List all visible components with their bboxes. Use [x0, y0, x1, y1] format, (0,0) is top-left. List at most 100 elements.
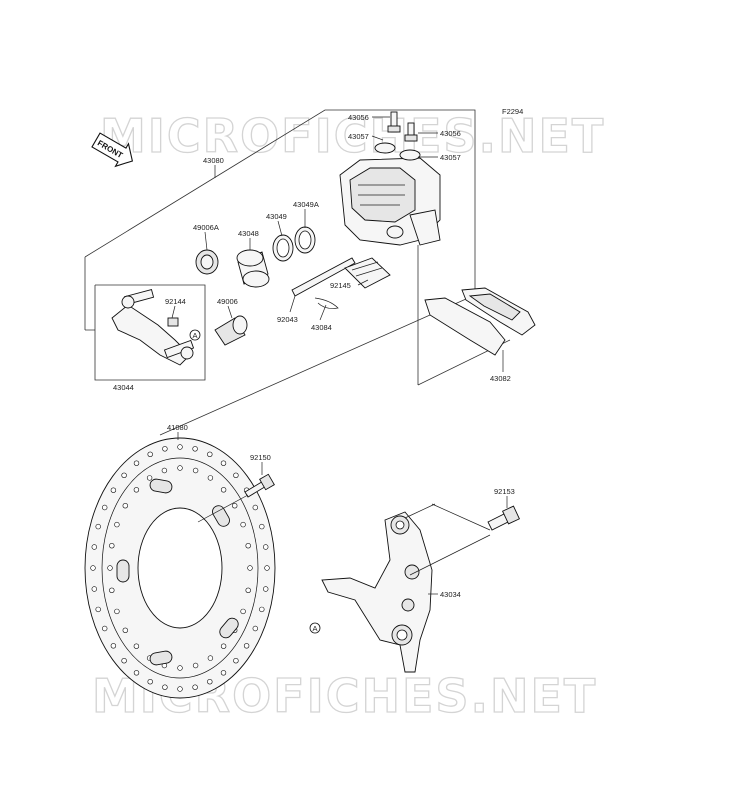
watermark-top: MICROFICHES.NET [100, 109, 605, 163]
label-43034: 43034 [440, 590, 461, 599]
disc-hole [192, 446, 198, 452]
disc-hole [243, 643, 250, 649]
label-43084: 43084 [311, 323, 332, 332]
label-92150: 92150 [250, 453, 271, 462]
disc-hole [110, 487, 117, 493]
disc-hole [162, 684, 168, 690]
disc-hole [177, 686, 183, 692]
disc-hole [114, 521, 120, 528]
disc-hole [220, 460, 227, 466]
disc-hole [207, 451, 213, 457]
label-92043: 92043 [277, 315, 298, 324]
disc-hole [91, 586, 98, 592]
clip-43084 [314, 297, 339, 309]
disc-hole [122, 503, 129, 509]
disc-hole [90, 565, 96, 571]
disc-hole [121, 657, 127, 664]
label-49006: 49006 [217, 297, 238, 306]
disc-hole [91, 544, 98, 550]
brake-pad-set-43082 [424, 287, 536, 356]
disc-hole [259, 523, 265, 530]
label-43056-right: 43056 [440, 129, 461, 138]
caliper-body [339, 142, 441, 246]
label-92144: 92144 [165, 297, 186, 306]
disc-hole [177, 665, 183, 671]
disc-hole [264, 565, 270, 571]
ref-marker-a-upper: A [189, 329, 201, 341]
disc-hole [95, 606, 101, 613]
ref-marker-a-lower: A [309, 622, 321, 634]
disc-hole [101, 625, 108, 632]
disc-hole [207, 475, 214, 481]
disc-hole [252, 504, 259, 511]
bleeder-screw-right [404, 122, 418, 142]
disc-hole [133, 487, 140, 493]
disc-hole [220, 670, 227, 676]
label-43057-right: 43057 [440, 153, 461, 162]
disc-hole [207, 678, 213, 685]
disc-hole [233, 472, 239, 478]
disc-hole [233, 657, 239, 664]
disc-hole [220, 487, 227, 493]
disc-hole [133, 670, 140, 676]
disc-hole [192, 662, 199, 669]
label-43049a: 43049A [293, 200, 319, 209]
disc-hole [232, 503, 238, 509]
label-43048: 43048 [238, 229, 259, 238]
spring-92145 [344, 257, 391, 289]
disc-hole [207, 655, 214, 661]
part-labels: 43056 43057 43056 43057 43080 43049A 430… [113, 113, 515, 599]
disc-hole [220, 643, 227, 649]
disc-hole [161, 467, 168, 474]
svg-text:A: A [313, 624, 318, 633]
disc-hole [147, 451, 153, 457]
label-43049: 43049 [266, 212, 287, 221]
bleeder-screw-left [387, 111, 401, 133]
label-41080: 41080 [167, 423, 188, 432]
boot-49006a [195, 249, 219, 275]
disc-hole [192, 684, 198, 690]
piston-43048 [236, 249, 270, 288]
diagram-code: F2294 [502, 107, 523, 116]
disc-hole [146, 475, 153, 481]
disc-hole [247, 565, 253, 571]
caliper-bracket-43034 [321, 511, 433, 673]
brake-disc-41080 [84, 437, 276, 699]
disc-hole [177, 444, 183, 450]
disc-hole [263, 586, 269, 592]
disc-hole [162, 446, 168, 452]
label-92153: 92153 [494, 487, 515, 496]
bracket-43044 [111, 288, 195, 366]
svg-text:A: A [193, 331, 198, 340]
label-43082: 43082 [490, 374, 511, 383]
leader-lines [85, 116, 508, 595]
label-43056-left: 43056 [348, 113, 369, 122]
disc-hole [147, 678, 153, 685]
disc-hole [245, 587, 251, 593]
disc-hole [95, 523, 101, 530]
disc-hole [122, 627, 129, 633]
boot-49006 [214, 315, 248, 346]
label-43044: 43044 [113, 383, 134, 392]
label-49006a: 49006A [193, 223, 219, 232]
disc-hole [114, 608, 120, 615]
disc-hole [109, 587, 115, 593]
disc-hole [252, 625, 259, 632]
disc-hole [245, 542, 251, 549]
pin-92043 [291, 257, 356, 297]
piston-seal-43049 [272, 234, 294, 262]
disc-hole [101, 504, 108, 511]
disc-hole [121, 472, 127, 478]
disc-hole [107, 565, 113, 571]
label-43057-left: 43057 [348, 132, 369, 141]
disc-hole [240, 608, 246, 615]
clip-92144 [167, 317, 179, 327]
disc-hole [192, 467, 199, 474]
disc-hole [177, 465, 183, 471]
disc-hole [110, 643, 117, 649]
label-92145: 92145 [330, 281, 351, 290]
disc-hole [240, 521, 246, 528]
label-43080: 43080 [203, 156, 224, 165]
disc-hole [259, 606, 265, 613]
